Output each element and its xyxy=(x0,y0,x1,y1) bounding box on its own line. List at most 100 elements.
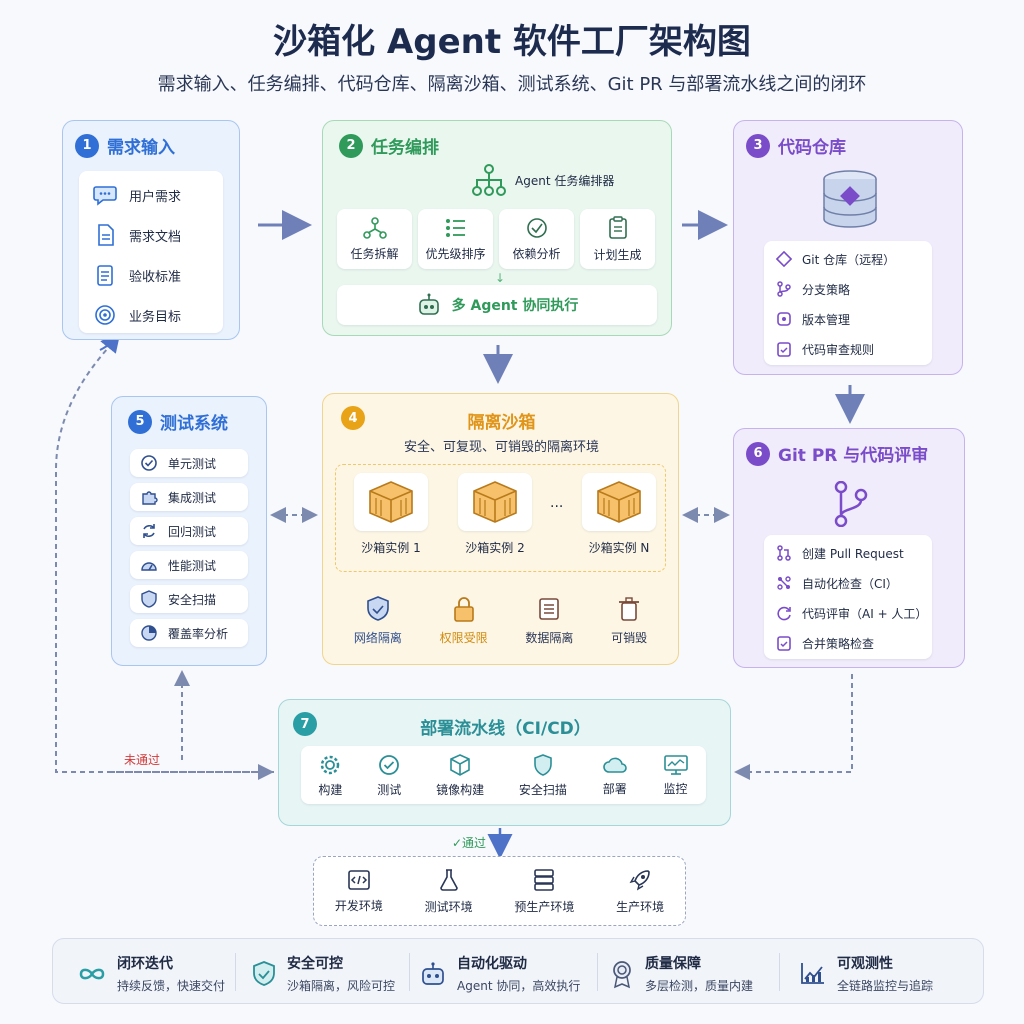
list-item: 合并策略检查 xyxy=(764,629,874,657)
footer-title: 安全可控 xyxy=(287,956,343,972)
test-list: 单元测试 集成测试 回归测试 性能测试 安全扫描 覆盖率分析 xyxy=(130,449,248,647)
divider xyxy=(235,953,236,991)
flask-icon xyxy=(437,868,461,892)
step-badge: 6 xyxy=(746,441,770,466)
footer-item: 自动化驱动 Agent 协同，高效执行 xyxy=(419,953,580,994)
fail-label: 未通过 xyxy=(124,753,161,767)
pass-label: ✓通过 xyxy=(452,836,487,850)
review-rule-icon xyxy=(776,341,792,357)
panel-testing: 5 测试系统 单元测试 集成测试 回归测试 性能测试 安全扫描 覆盖率分析 xyxy=(111,396,267,666)
repo-list: Git 仓库（远程） 分支策略 版本管理 代码审查规则 xyxy=(764,241,932,365)
instance-label: 沙箱实例 1 xyxy=(361,541,421,555)
step-label: 安全扫描 xyxy=(518,782,567,797)
step-badge: 1 xyxy=(75,133,99,158)
list-item: 性能测试 xyxy=(130,551,248,579)
footer-desc: Agent 协同，高效执行 xyxy=(457,979,581,993)
step-label: 部署 xyxy=(602,781,627,796)
footer-desc: 多层检测，质量内建 xyxy=(645,979,754,993)
environments: 开发环境 测试环境 预生产环境 生产环境 xyxy=(313,856,686,926)
branch-icon xyxy=(776,281,792,297)
item-label: 验收标准 xyxy=(129,269,182,285)
cube-icon xyxy=(448,753,472,777)
chart-icon xyxy=(799,961,827,987)
orchestrator-label: Agent 任务编排器 xyxy=(515,173,615,188)
merge-icon xyxy=(776,635,792,651)
rocket-icon xyxy=(628,868,652,892)
footer-title: 自动化驱动 xyxy=(457,956,527,972)
arrow-6-to-7 xyxy=(734,674,853,780)
footer-desc: 沙箱隔离，风险可控 xyxy=(287,979,396,993)
task-steps: 任务拆解 优先级排序 依赖分析 计划生成 xyxy=(337,209,657,269)
medal-icon xyxy=(609,959,635,989)
environment: 生产环境 xyxy=(616,868,664,915)
environment: 测试环境 xyxy=(425,868,473,915)
feature-label: 可销毁 xyxy=(611,630,648,645)
list-item: 业务目标 xyxy=(79,297,181,333)
panel-title: 隔离沙箱 xyxy=(467,413,536,433)
pipeline-step: 部署 xyxy=(602,754,628,797)
down-arrow-icon: ↓ xyxy=(495,271,506,285)
gear-icon xyxy=(318,753,342,777)
env-label: 测试环境 xyxy=(424,899,473,914)
footer-item: 质量保障多层检测，质量内建 xyxy=(609,953,753,994)
pie-icon xyxy=(140,624,158,642)
env-label: 开发环境 xyxy=(334,898,383,913)
review-icon xyxy=(776,605,792,621)
panel-subtitle: 安全、可复现、可销毁的隔离环境 xyxy=(403,440,599,455)
list-item: 版本管理 xyxy=(764,305,850,333)
list-item: 验收标准 xyxy=(79,257,181,293)
step-label: 测试 xyxy=(377,782,402,797)
panel-title: 部署流水线（CI/CD） xyxy=(420,719,591,739)
footer-item: 可观测性全链路监控与追踪 xyxy=(799,953,933,994)
instance-label: 沙箱实例 2 xyxy=(465,541,525,555)
data-icon xyxy=(536,595,562,623)
list-item: 自动化检查（CI） xyxy=(764,569,898,597)
feature-label: 权限受限 xyxy=(439,630,488,645)
sandbox-instance: 沙箱实例 1 xyxy=(354,473,428,556)
feature-label: 网络隔离 xyxy=(353,630,402,645)
panel-pipeline: 7 部署流水线（CI/CD） 构建 测试 镜像构建 安全扫描 部署 监控 xyxy=(278,699,731,826)
task-step: 任务拆解 xyxy=(337,209,412,269)
trash-icon xyxy=(616,595,642,623)
instance-label: 沙箱实例 N xyxy=(588,541,650,555)
item-label: 单元测试 xyxy=(168,456,217,471)
footer-title: 可观测性 xyxy=(837,956,893,972)
env-label: 生产环境 xyxy=(616,899,665,914)
environment: 预生产环境 xyxy=(514,868,574,915)
task-step: 依赖分析 xyxy=(499,209,574,269)
step-badge: 4 xyxy=(341,406,365,430)
refresh-icon xyxy=(140,522,158,540)
chat-icon xyxy=(93,184,117,206)
list-item: 回归测试 xyxy=(130,517,248,545)
hierarchy-icon xyxy=(471,163,507,197)
footer-item: 闭环迭代持续反馈，快速交付 xyxy=(77,953,225,994)
feature-label: 数据隔离 xyxy=(525,630,574,645)
shield-icon xyxy=(531,753,555,777)
list-item: 创建 Pull Request xyxy=(764,539,904,567)
monitor-icon xyxy=(663,754,689,776)
panel-title: 代码仓库 xyxy=(778,138,846,158)
task-step: 计划生成 xyxy=(580,209,655,269)
list-item: 覆盖率分析 xyxy=(130,619,248,647)
step-badge: 2 xyxy=(339,133,363,158)
collab-label: 多 Agent 协同执行 xyxy=(451,298,579,314)
feature: 权限受限 xyxy=(440,595,488,646)
step-label: 监控 xyxy=(663,781,688,796)
cloud-icon xyxy=(602,754,628,776)
panel-title: 需求输入 xyxy=(107,138,175,158)
item-label: 创建 Pull Request xyxy=(802,546,904,561)
lock-icon xyxy=(451,595,477,623)
shield-icon xyxy=(251,960,277,988)
step-badge: 5 xyxy=(128,409,152,434)
item-label: 代码评审（AI + 人工） xyxy=(802,606,928,621)
list-item: 分支策略 xyxy=(764,275,850,303)
step-badge: 7 xyxy=(293,712,317,736)
task-step: 优先级排序 xyxy=(418,209,493,269)
check-circle-icon xyxy=(377,753,401,777)
code-icon xyxy=(347,869,371,891)
container-icon xyxy=(582,473,656,531)
panel-title: 测试系统 xyxy=(160,414,228,434)
dependency-icon xyxy=(525,217,549,239)
ci-icon xyxy=(776,575,792,591)
